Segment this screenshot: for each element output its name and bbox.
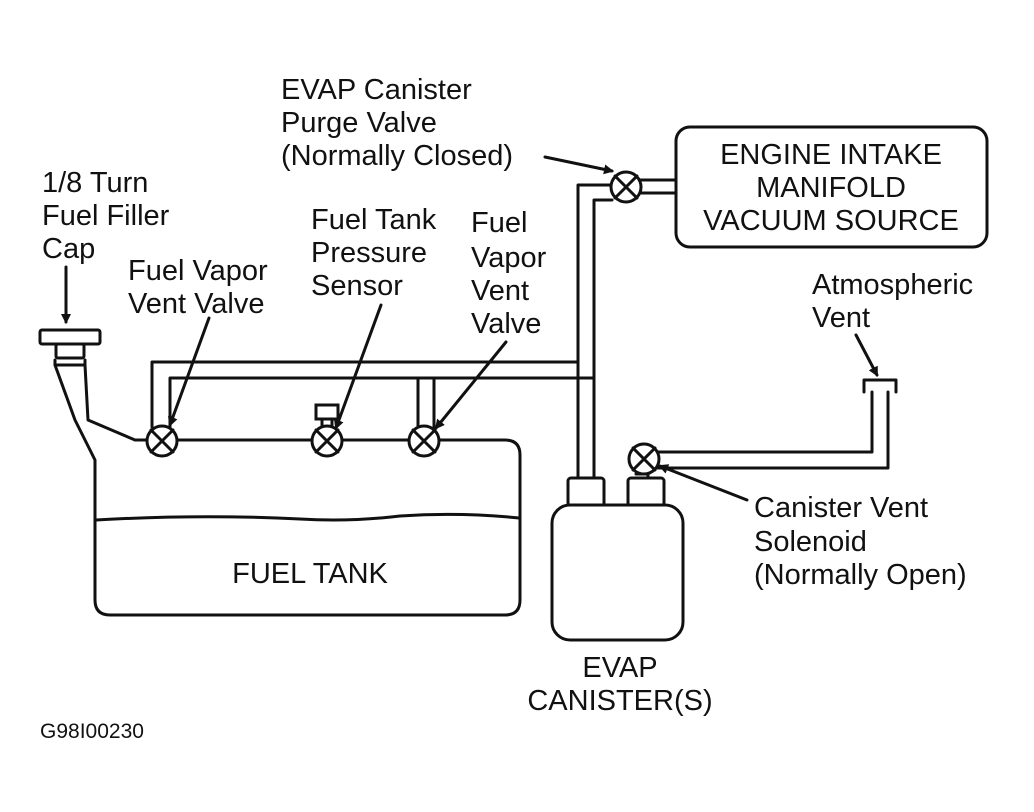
svg-text:Pressure: Pressure [311,237,427,269]
atmospheric-vent-cap [862,378,898,394]
svg-text:Fuel Filler: Fuel Filler [42,200,170,232]
purge-to-engine-line [638,178,678,195]
label-atmospheric-vent: Atmospheric Vent [812,269,973,334]
label-fuel-tank: FUEL TANK [232,558,388,590]
svg-text:Fuel Tank: Fuel Tank [311,204,437,236]
svg-text:Fuel Vapor: Fuel Vapor [128,255,268,287]
svg-text:Vent Valve: Vent Valve [128,288,265,320]
canister-port-left [566,476,606,508]
arrow-vapor-vent-left [168,316,211,427]
filler-cap [38,328,102,346]
svg-text:EVAP: EVAP [582,652,657,684]
vent-line [653,390,890,470]
canister-line [576,360,596,480]
svg-text:(Normally Open): (Normally Open) [754,559,967,591]
engine-intake-box [674,125,989,249]
label-vapor-vent-right: Fuel Vapor Vent Valve [471,207,547,340]
filler-neck [53,358,87,367]
arrow-vapor-vent-right [434,340,508,430]
figure-code: G98I00230 [40,720,144,743]
label-purge-valve: EVAP Canister Purge Valve (Normally Clos… [281,74,513,172]
label-vent-solenoid: Canister Vent Solenoid (Normally Open) [754,492,967,591]
engine-box-line-1: ENGINE INTAKE [720,139,942,171]
label-vapor-vent-left: Fuel Vapor Vent Valve [128,255,268,320]
vapor-line-branch [416,376,436,429]
svg-text:(Normally Closed): (Normally Closed) [281,140,513,172]
svg-text:Atmospheric: Atmospheric [812,269,973,301]
label-filler-cap: 1/8 Turn Fuel Filler Cap [42,167,170,265]
vapor-vent-valve-left [145,424,179,458]
svg-text:Purge Valve: Purge Valve [281,107,437,139]
svg-text:Vent: Vent [471,275,529,307]
arrow-vent-solenoid [658,464,749,502]
svg-text:EVAP Canister: EVAP Canister [281,74,472,106]
label-pressure-sensor: Fuel Tank Pressure Sensor [311,204,437,302]
fuel-tank-outline [53,363,522,617]
svg-text:Sensor: Sensor [311,270,403,302]
svg-text:Canister Vent: Canister Vent [754,492,928,524]
engine-box-line-2: MANIFOLD [756,172,906,204]
filler-cap-stem [54,342,86,360]
pressure-sensor-valve [310,403,344,458]
purge-valve [609,170,643,204]
svg-text:CANISTER(S): CANISTER(S) [527,685,712,717]
canister-port-right [626,476,666,508]
vapor-vent-valve-right [407,424,441,458]
svg-text:Fuel: Fuel [471,207,527,239]
svg-text:Cap: Cap [42,233,95,265]
svg-text:1/8 Turn: 1/8 Turn [42,167,148,199]
svg-text:Vent: Vent [812,302,870,334]
arrow-purge-valve [543,155,614,175]
svg-text:Vapor: Vapor [471,242,547,274]
vent-solenoid-valve [627,442,661,476]
svg-text:Solenoid: Solenoid [754,526,867,558]
fuel-level-line [94,512,521,522]
label-canister: EVAP CANISTER(S) [527,652,712,717]
svg-text:Valve: Valve [471,308,541,340]
arrow-pressure-sensor [334,303,383,430]
arrow-atmospheric-vent [854,333,879,377]
evap-canister [550,503,685,642]
engine-box-line-3: VACUUM SOURCE [703,205,959,237]
